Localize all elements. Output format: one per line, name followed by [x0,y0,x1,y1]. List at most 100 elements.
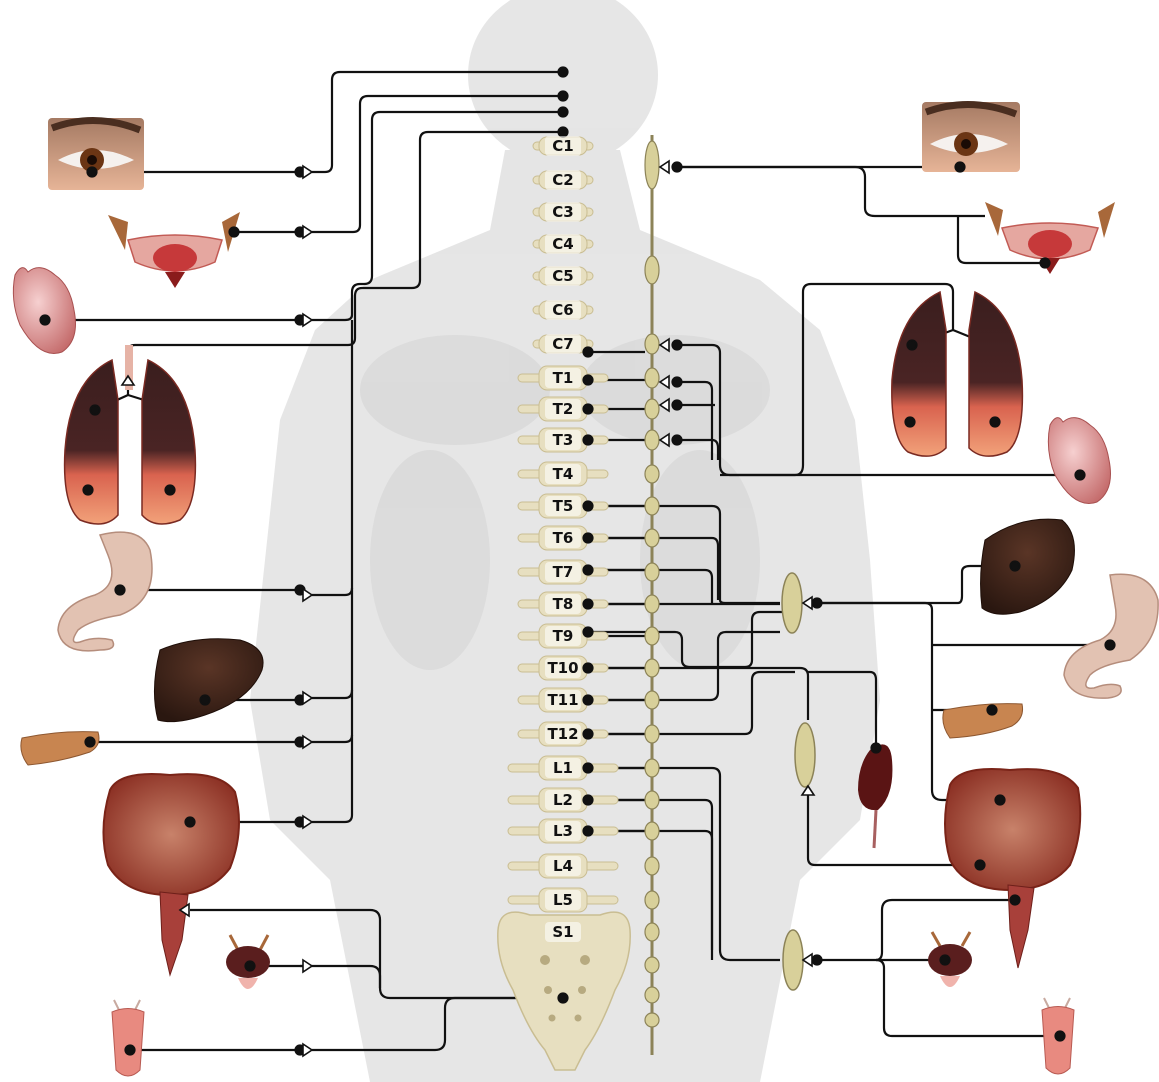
chain-ganglion [645,563,659,581]
vertebra-label: T10 [547,659,578,677]
vertebra-label: C7 [552,335,573,353]
synapse-dot [559,68,568,77]
vertebra-label: T11 [547,691,578,709]
ganglion-superior-mesenteric [795,723,815,787]
vertebra-label: L5 [553,891,573,909]
vertebra-label: C5 [552,267,573,285]
lungs-icon [892,292,1023,456]
ganglion-arrow [303,960,312,972]
chain-ganglion [645,430,659,450]
synapse-dot [1011,562,1020,571]
vertebra-label: S1 [552,923,573,941]
chain-ganglion [645,659,659,677]
synapse-dot [584,827,593,836]
vertebra-label: T2 [553,400,574,418]
ganglion-arrow [303,226,312,238]
lacrimal-salivary-gland-icon [108,212,240,288]
synapse-dot [813,956,822,965]
synapse-dot [84,486,93,495]
vertebra-label: C3 [552,203,573,221]
ganglion-celiac [782,573,802,633]
ganglion-arrow [303,314,312,326]
chain-ganglion [645,465,659,483]
synapse-dot [1106,641,1115,650]
nerve-fiber [876,960,1060,1036]
synapse-dot [584,600,593,609]
heart-icon [13,268,75,354]
synapse-dot [673,401,682,410]
chain-ganglion [645,957,659,973]
synapse-dot [813,599,822,608]
synapse-dot [559,994,568,1003]
synapse-dot [908,341,917,350]
ganglion-arrow [303,166,312,178]
synapse-dot [116,586,125,595]
intestines-icon [103,774,239,895]
synapse-dot [956,163,965,172]
synapse-dot [584,764,593,773]
synapse-dot [201,696,210,705]
eye-icon [922,102,1020,172]
stomach-icon [1064,574,1158,698]
chain-ganglion [645,791,659,809]
pancreas-icon [943,704,1023,738]
synapse-dot [988,706,997,715]
chain-ganglion [645,256,659,284]
synapse-dot [1011,896,1020,905]
chain-ganglion [645,857,659,875]
vertebra-label: T6 [553,529,574,547]
vertebra-label: T5 [553,497,574,515]
synapse-dot [941,956,950,965]
synapse-dot [559,128,568,137]
synapse-dot [584,376,593,385]
synapse-dot [186,818,195,827]
ganglion-arrow [803,954,812,966]
synapse-dot [673,378,682,387]
vertebra-label: C6 [552,301,573,319]
chain-ganglion [645,595,659,613]
synapse-dot [584,436,593,445]
vertebra-label: C2 [552,171,573,189]
synapse-dot [246,962,255,971]
vertebra-label: T7 [553,563,574,581]
liver-icon [981,519,1075,614]
eye-icon [48,118,144,190]
synapse-dot [996,796,1005,805]
nerve-fiber [817,900,1015,960]
chain-ganglion [645,725,659,743]
vertebra-label: L4 [553,857,573,875]
synapse-dot [584,566,593,575]
synapse-dot [88,168,97,177]
chain-ganglion [645,529,659,547]
synapse-dot [584,628,593,637]
synapse-dot [166,486,175,495]
synapse-dot [872,744,881,753]
synapse-dot [584,796,593,805]
vertebra-label: C4 [552,235,573,253]
chain-ganglion [645,691,659,709]
synapse-dot [1076,471,1085,480]
ganglion-inferior-mesenteric [783,930,803,990]
chain-ganglion [645,891,659,909]
synapse-dot [673,163,682,172]
chain-ganglion [645,822,659,840]
rectum-icon [160,892,188,975]
intestines-icon [945,769,1080,890]
synapse-dot [559,108,568,117]
synapse-dot [584,534,593,543]
synapse-dot [91,406,100,415]
synapse-dot [230,228,239,237]
chain-ganglion [645,141,659,189]
ganglion-arrow [303,1044,312,1056]
synapse-dot [41,316,50,325]
synapse-dot [673,341,682,350]
chain-ganglion [645,923,659,941]
synapse-dot [584,502,593,511]
vertebra-label: T12 [547,725,578,743]
synapse-dot [584,696,593,705]
nerve-fiber [677,167,985,216]
vertebra-label: T8 [553,595,574,613]
vertebra-label: C1 [552,137,573,155]
synapse-dot [86,738,95,747]
